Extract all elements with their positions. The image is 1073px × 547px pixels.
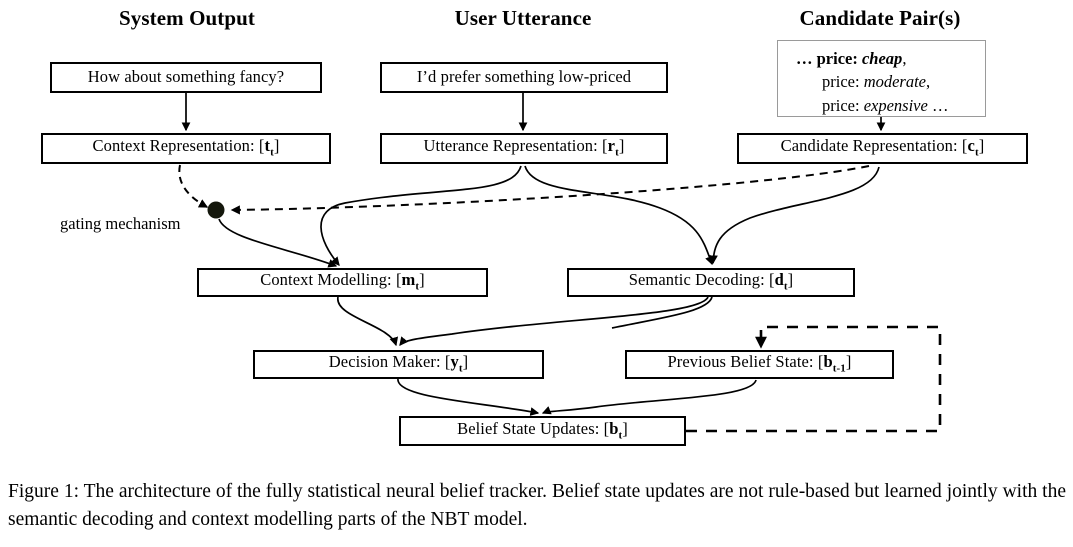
node-context-representation[interactable]: Context Representation: [tt]	[41, 133, 331, 164]
candidate-pair-line: … price: cheap,	[796, 47, 971, 70]
node-system-utterance-label: How about something fancy?	[87, 67, 285, 87]
crep-prefix: Context Representation: [	[92, 136, 265, 156]
candidate-pair-line: price: moderate,	[796, 70, 971, 93]
figure-caption: Figure 1: The architecture of the fully …	[8, 481, 1066, 530]
bsu-prefix: Belief State Updates: [	[457, 418, 610, 438]
urep-suffix: ]	[618, 136, 625, 156]
column-header-candidate-pairs: Candidate Pair(s)	[799, 6, 961, 30]
sd-suffix: ]	[787, 270, 794, 290]
candidate-pair-1-tail: ,	[926, 72, 931, 92]
carep-sub: t	[974, 146, 979, 159]
candidate-pair-2-key: price:	[822, 95, 860, 115]
candidate-pair-0-lead: …	[796, 49, 817, 68]
urep-prefix: Utterance Representation: [	[423, 136, 608, 156]
urep-sub: t	[615, 146, 619, 159]
pbs-suffix: ]	[845, 352, 852, 372]
candidate-pair-line: price: expensive …	[796, 94, 971, 117]
sd-prefix: Semantic Decoding: [	[628, 270, 775, 290]
node-system-utterance[interactable]: How about something fancy?	[50, 62, 322, 93]
node-context-modelling[interactable]: Context Modelling: [mt]	[197, 268, 488, 297]
node-context-modelling-label: Context Modelling: [mt]	[260, 270, 425, 293]
node-semantic-decoding[interactable]: Semantic Decoding: [dt]	[567, 268, 855, 297]
node-previous-belief-state[interactable]: Previous Belief State: [bt-1]	[625, 350, 894, 379]
node-belief-state-updates-label: Belief State Updates: [bt]	[457, 418, 628, 442]
carep-suffix: ]	[978, 136, 985, 156]
crep-suffix: ]	[273, 136, 280, 156]
column-header-system-output: System Output	[118, 6, 256, 30]
carep-vector: c	[967, 136, 975, 156]
sd-sub: t	[783, 280, 788, 293]
urep-vector: r	[607, 136, 616, 156]
cm-prefix: Context Modelling: [	[260, 270, 402, 290]
node-semantic-decoding-label: Semantic Decoding: [dt]	[628, 270, 794, 293]
candidate-pair-2-value: expensive	[863, 95, 928, 115]
node-belief-state-updates[interactable]: Belief State Updates: [bt]	[399, 416, 686, 446]
node-decision-maker[interactable]: Decision Maker: [yt]	[253, 350, 544, 379]
candidate-pair-1-key: price:	[822, 72, 860, 92]
bsu-vector: b	[609, 418, 619, 438]
dm-vector: y	[450, 352, 459, 372]
column-header-user-utterance: User Utterance	[454, 6, 592, 30]
candidate-pairs-box[interactable]: … price: cheap, price: moderate, price: …	[777, 40, 986, 117]
node-decision-maker-label: Decision Maker: [yt]	[328, 352, 469, 375]
crep-sub: t	[270, 146, 274, 159]
bsu-suffix: ]	[622, 418, 628, 438]
dm-prefix: Decision Maker: [	[328, 352, 451, 372]
node-context-representation-label: Context Representation: [tt]	[92, 136, 280, 159]
crep-vector: t	[264, 136, 271, 156]
pbs-prefix: Previous Belief State: [	[667, 352, 824, 372]
node-user-utterance-label: I’d prefer something low-priced	[416, 67, 632, 87]
cm-sub: t	[415, 280, 420, 293]
node-utterance-representation-label: Utterance Representation: [rt]	[423, 136, 625, 159]
pbs-vector: b	[823, 352, 833, 372]
node-candidate-representation[interactable]: Candidate Representation: [ct]	[737, 133, 1028, 164]
node-previous-belief-state-label: Previous Belief State: [bt-1]	[667, 352, 852, 375]
node-utterance-representation[interactable]: Utterance Representation: [rt]	[380, 133, 668, 164]
candidate-pair-0-value: cheap	[861, 49, 903, 68]
candidate-pair-0-tail: ,	[902, 49, 907, 68]
candidate-pair-0-key: price:	[816, 49, 858, 68]
dm-sub: t	[458, 362, 463, 375]
node-user-utterance[interactable]: I’d prefer something low-priced	[380, 62, 668, 93]
candidate-pair-1-value: moderate	[863, 72, 927, 92]
dm-suffix: ]	[462, 352, 469, 372]
candidate-pair-2-tail: …	[927, 95, 949, 115]
cm-suffix: ]	[419, 270, 425, 290]
bsu-sub: t	[618, 429, 623, 442]
node-candidate-representation-label: Candidate Representation: [ct]	[780, 136, 985, 159]
cm-vector: m	[401, 270, 416, 290]
pbs-sub: t-1	[832, 362, 846, 375]
sd-vector: d	[774, 270, 784, 290]
gating-mechanism-label: gating mechanism	[60, 214, 181, 233]
carep-prefix: Candidate Representation: [	[780, 136, 968, 156]
